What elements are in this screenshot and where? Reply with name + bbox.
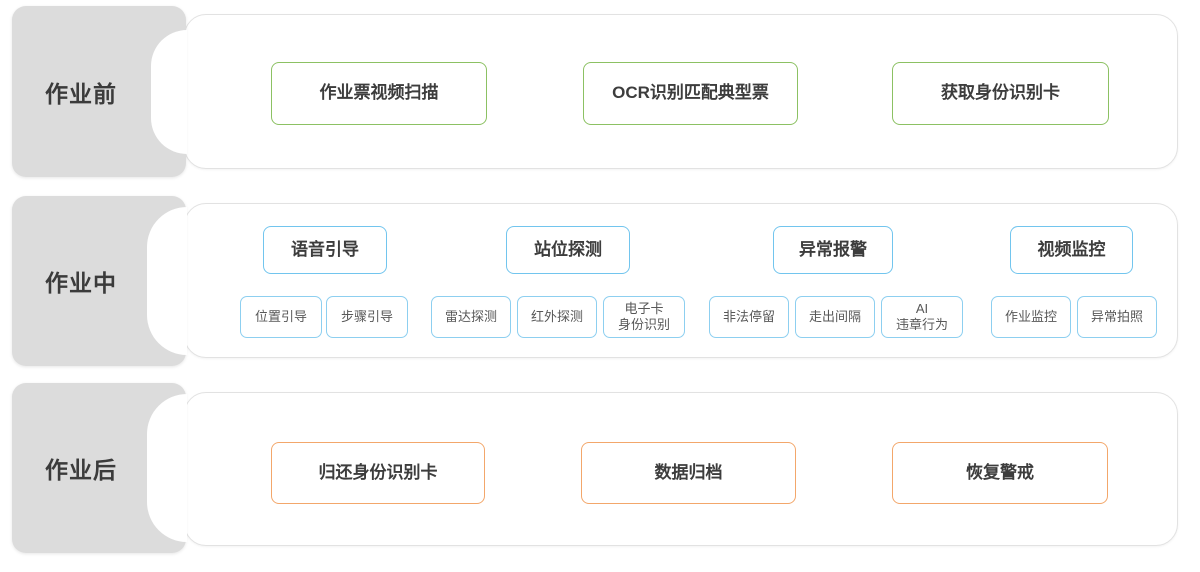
tab-notch-shape <box>147 207 187 355</box>
node-during-3[interactable]: 视频监控 <box>1010 226 1133 274</box>
phase-tab-during[interactable]: 作业中 <box>12 196 187 366</box>
node-label: 视频监控 <box>1037 239 1106 259</box>
subnode-during-0-1[interactable]: 步骤引导 <box>326 296 408 338</box>
subnode-label: 异常拍照 <box>1090 309 1143 325</box>
node-after-0[interactable]: 归还身份识别卡 <box>271 442 485 504</box>
subnode-label-line2: 身份识别 <box>617 317 670 332</box>
subnode-during-3-1[interactable]: 异常拍照 <box>1077 296 1157 338</box>
subnode-during-0-0[interactable]: 位置引导 <box>240 296 322 338</box>
node-during-2[interactable]: 异常报警 <box>773 226 893 274</box>
node-before-0[interactable]: 作业票视频扫描 <box>271 62 487 125</box>
node-during-1[interactable]: 站位探测 <box>506 226 630 274</box>
node-after-2[interactable]: 恢复警戒 <box>892 442 1108 504</box>
node-after-1[interactable]: 数据归档 <box>581 442 796 504</box>
node-before-1[interactable]: OCR识别匹配典型票 <box>583 62 798 125</box>
subnode-label: 红外探测 <box>530 309 583 325</box>
subnode-label: 走出间隔 <box>808 309 861 325</box>
subnode-label-line2: 违章行为 <box>895 317 948 332</box>
subnode-during-1-0[interactable]: 雷达探测 <box>431 296 511 338</box>
node-before-2[interactable]: 获取身份识别卡 <box>892 62 1109 125</box>
subnode-during-2-1[interactable]: 走出间隔 <box>795 296 875 338</box>
phase-row-after: 作业后 归还身份识别卡 数据归档 恢复警戒 <box>0 377 1200 572</box>
subnode-label-line1: 电子卡 <box>624 301 664 317</box>
node-label: 语音引导 <box>291 239 359 259</box>
node-label: 作业票视频扫描 <box>319 83 439 103</box>
phase-label-after: 作业后 <box>45 457 117 483</box>
subnode-during-2-2[interactable]: AI 违章行为 <box>881 296 963 338</box>
subnode-during-2-0[interactable]: 非法停留 <box>709 296 789 338</box>
subnode-label-line1: AI <box>915 301 929 317</box>
node-label: 站位探测 <box>534 239 602 259</box>
node-label: 异常报警 <box>799 239 867 259</box>
tab-notch-shape <box>151 29 187 154</box>
subnode-during-1-2[interactable]: 电子卡 身份识别 <box>603 296 685 338</box>
phase-row-before: 作业前 作业票视频扫描 OCR识别匹配典型票 获取身份识别卡 <box>0 0 1200 190</box>
node-label: 获取身份识别卡 <box>941 83 1060 103</box>
tab-notch-shape <box>147 394 187 542</box>
phase-tab-after[interactable]: 作业后 <box>12 383 187 553</box>
subnode-label: 雷达探测 <box>444 309 497 325</box>
node-label: 归还身份识别卡 <box>318 462 438 482</box>
subnode-label: 位置引导 <box>254 309 307 325</box>
subnode-label: 作业监控 <box>1004 309 1057 325</box>
phase-label-before: 作业前 <box>45 80 117 107</box>
node-label: OCR识别匹配典型票 <box>612 83 769 103</box>
phase-row-during: 作业中 语音引导 站位探测 异常报警 视频监控 位置引导 步骤引导 雷达探测 红… <box>0 190 1200 375</box>
subnode-during-3-0[interactable]: 作业监控 <box>991 296 1071 338</box>
subnode-label: 非法停留 <box>722 309 775 325</box>
subnode-label: 步骤引导 <box>340 309 393 325</box>
phase-label-during: 作业中 <box>45 270 117 296</box>
node-label: 数据归档 <box>654 462 723 482</box>
node-during-0[interactable]: 语音引导 <box>263 226 387 274</box>
subnode-during-1-1[interactable]: 红外探测 <box>517 296 597 338</box>
node-label: 恢复警戒 <box>966 462 1034 482</box>
phase-tab-before[interactable]: 作业前 <box>12 6 187 177</box>
